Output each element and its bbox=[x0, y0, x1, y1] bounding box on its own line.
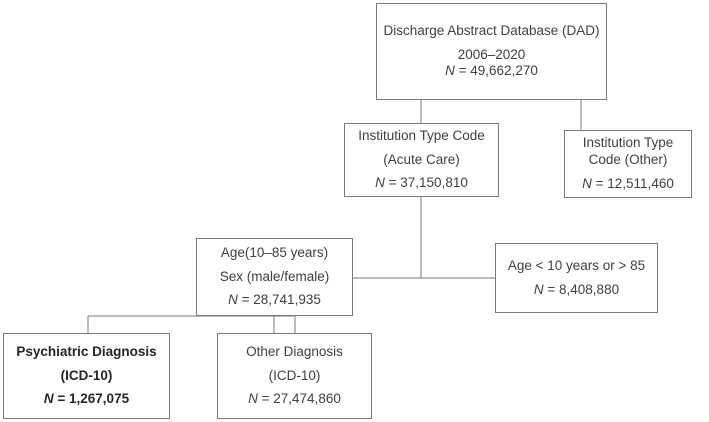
node-other-dx-line2: (ICD-10) bbox=[268, 367, 321, 383]
n-label: N bbox=[533, 281, 544, 297]
node-psych-line2: (ICD-10) bbox=[60, 367, 113, 383]
n-value: = 28,741,935 bbox=[237, 292, 321, 308]
n-label: N bbox=[375, 175, 385, 191]
node-other-dx-line1: Other Diagnosis bbox=[246, 343, 343, 359]
node-age-sex-line1: Age(10–85 years) bbox=[220, 244, 329, 260]
node-psych-count: N = 1,267,075 bbox=[44, 391, 129, 408]
node-age-excl-line1: Age < 10 years or > 85 bbox=[507, 257, 646, 273]
node-other-inst-count: N = 12,511,460 bbox=[582, 176, 674, 193]
node-other-inst-line2: Code (Other) bbox=[588, 152, 668, 168]
node-other-diagnosis: Other Diagnosis (ICD-10) N = 27,474,860 bbox=[217, 333, 372, 419]
n-value: = 1,267,075 bbox=[53, 391, 130, 407]
node-acute-count: N = 37,150,810 bbox=[375, 175, 468, 192]
node-psych-line1: Psychiatric Diagnosis bbox=[16, 343, 157, 359]
n-value: = 49,662,270 bbox=[454, 63, 538, 79]
node-age-sex-count: N = 28,741,935 bbox=[228, 292, 321, 309]
n-label: N bbox=[582, 175, 592, 191]
node-other-institution: Institution Type Code (Other) N = 12,511… bbox=[564, 130, 692, 198]
node-dad-title: Discharge Abstract Database (DAD) bbox=[383, 22, 600, 38]
node-dad-period: 2006–2020 bbox=[457, 46, 526, 62]
node-age-sex-line2: Sex (male/female) bbox=[219, 268, 330, 284]
n-value: = 8,408,880 bbox=[543, 281, 620, 297]
node-dad: Discharge Abstract Database (DAD) 2006–2… bbox=[376, 3, 607, 100]
n-label: N bbox=[43, 391, 54, 407]
node-acute-care: Institution Type Code (Acute Care) N = 3… bbox=[344, 123, 499, 197]
node-age-sex: Age(10–85 years) Sex (male/female) N = 2… bbox=[196, 238, 353, 316]
node-acute-line1: Institution Type Code bbox=[358, 127, 485, 143]
n-label: N bbox=[445, 63, 455, 79]
node-other-inst-line1: Institution Type bbox=[582, 135, 674, 151]
n-label: N bbox=[248, 391, 258, 407]
node-dad-count: N = 49,662,270 bbox=[445, 63, 538, 80]
n-value: = 12,511,460 bbox=[591, 175, 674, 191]
n-value: = 27,474,860 bbox=[257, 391, 341, 407]
node-psychiatric-diagnosis: Psychiatric Diagnosis (ICD-10) N = 1,267… bbox=[3, 333, 170, 419]
node-age-excluded: Age < 10 years or > 85 N = 8,408,880 bbox=[495, 243, 658, 313]
node-age-excl-count: N = 8,408,880 bbox=[534, 282, 619, 299]
n-label: N bbox=[228, 292, 238, 308]
n-value: = 37,150,810 bbox=[384, 175, 468, 191]
node-other-dx-count: N = 27,474,860 bbox=[248, 391, 341, 408]
node-acute-line2: (Acute Care) bbox=[383, 151, 460, 167]
